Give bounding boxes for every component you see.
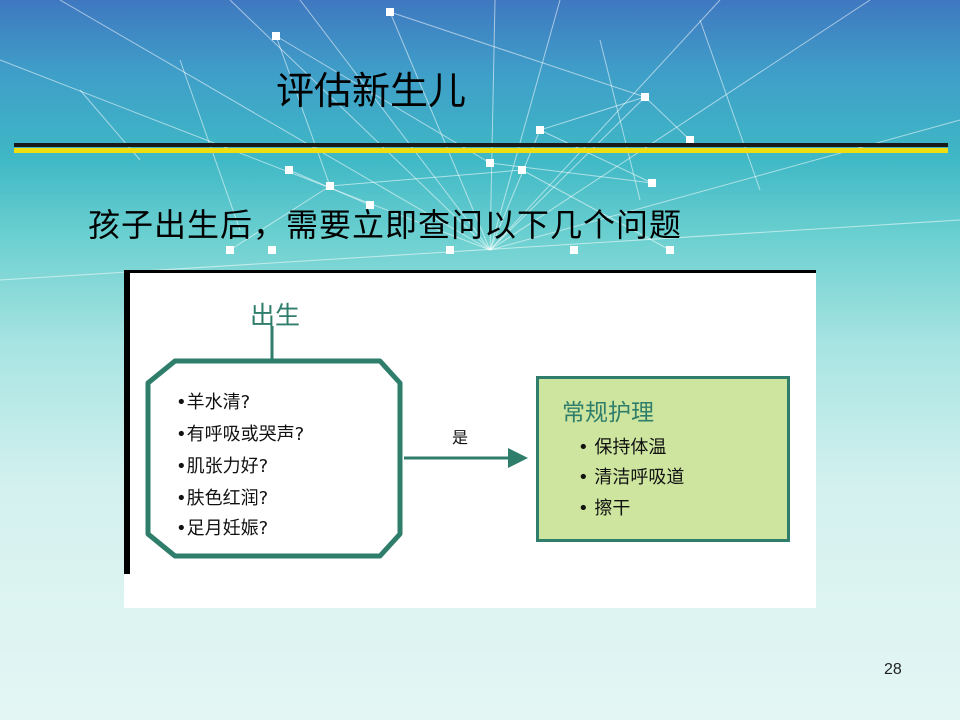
question-item: •足月妊娠? xyxy=(176,518,269,539)
question-item: •有呼吸或哭声? xyxy=(176,424,305,445)
routine-care-title: 常规护理 xyxy=(562,400,654,426)
care-item: • 擦干 xyxy=(578,498,631,519)
care-item: • 清洁呼吸道 xyxy=(578,467,685,488)
question-item: •肤色红润? xyxy=(176,488,269,509)
routine-care-box xyxy=(536,376,790,542)
slide-title: 评估新生儿 xyxy=(276,69,467,113)
slide-subtitle: 孩子出生后，需要立即查问以下几个问题 xyxy=(88,206,683,244)
figure-top-border xyxy=(124,270,816,273)
question-item: •羊水清? xyxy=(176,392,251,413)
yes-arrowhead xyxy=(508,448,528,468)
title-rule-yellow xyxy=(14,148,948,153)
figure-left-border xyxy=(124,270,130,574)
page-number: 28 xyxy=(884,661,902,678)
yes-arrow-label: 是 xyxy=(452,428,469,447)
title-rule-dark xyxy=(14,143,948,147)
birth-label: 出生 xyxy=(250,301,301,330)
care-item: • 保持体温 xyxy=(578,437,667,458)
questions-octagon xyxy=(145,358,403,559)
question-item: •肌张力好? xyxy=(176,456,269,477)
